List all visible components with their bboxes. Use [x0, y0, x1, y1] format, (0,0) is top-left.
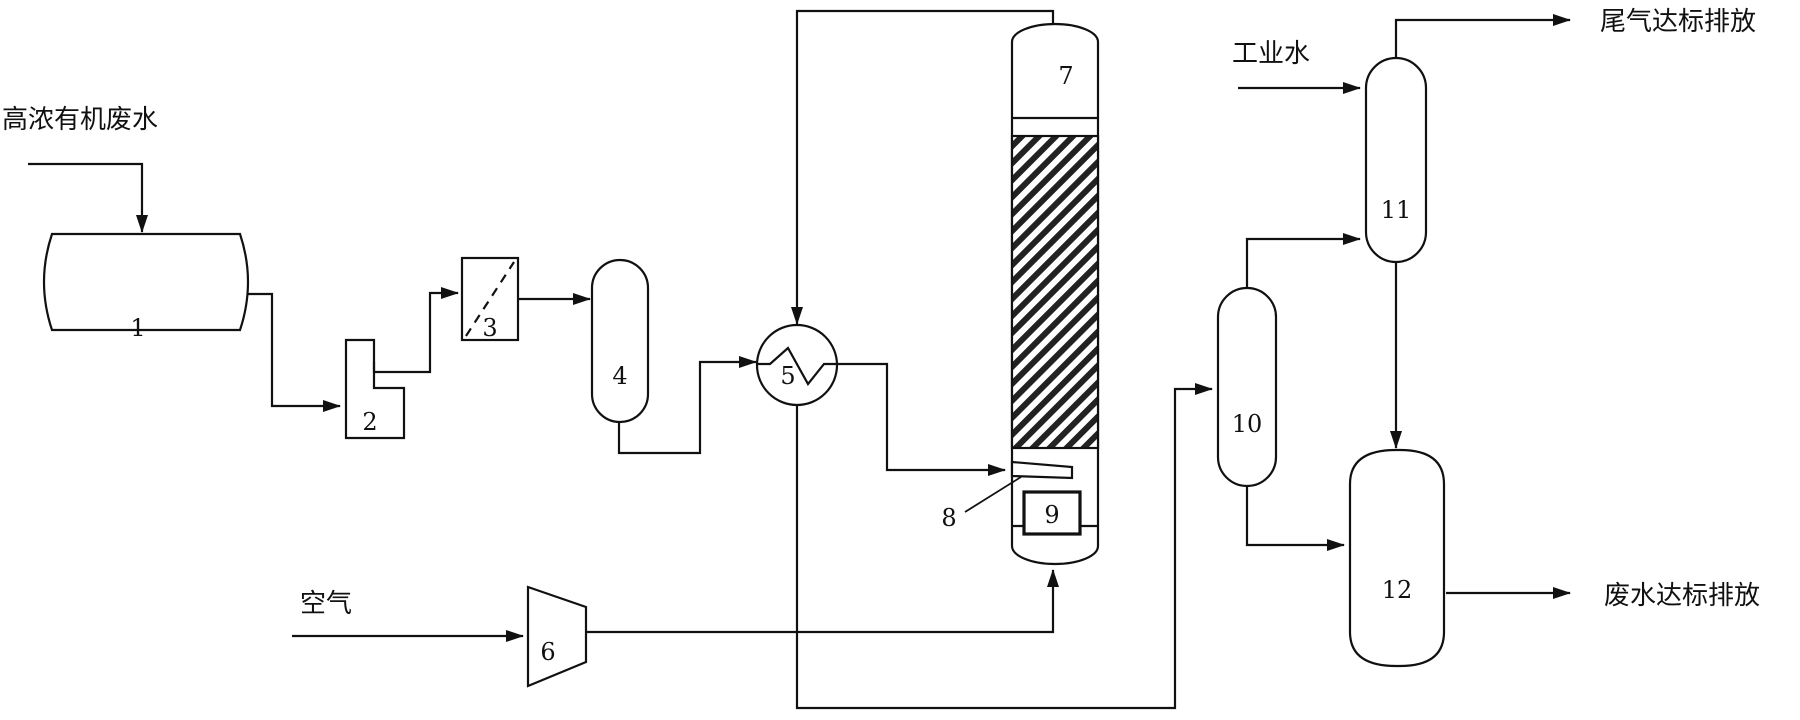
filter-3: [460, 256, 520, 342]
offgas-out-line: [1394, 14, 1571, 60]
offgas-out-label: 尾气达标排放: [1600, 7, 1756, 37]
distributor-8: [1010, 460, 1074, 480]
industrial-water-label: 工业水: [1232, 39, 1310, 69]
label-2: 2: [362, 408, 377, 436]
label-3: 3: [482, 314, 497, 342]
heat-exchanger-coil: [758, 346, 836, 386]
compressor-6: [526, 585, 588, 688]
line-1-to-2: [242, 292, 341, 412]
label-7: 7: [1058, 62, 1073, 90]
tank-12: [1348, 448, 1446, 668]
label-6: 6: [540, 638, 555, 666]
line-5-to-8: [836, 362, 1006, 476]
label-11: 11: [1381, 196, 1412, 224]
feed-line: [28, 162, 148, 233]
label-4: 4: [612, 362, 627, 390]
label-12: 12: [1382, 576, 1413, 604]
unit-2-nozzle: [372, 362, 382, 374]
feed-label: 高浓有机废水: [2, 105, 158, 135]
label-10: 10: [1232, 410, 1263, 438]
column-10: [1216, 286, 1278, 488]
air-label: 空气: [300, 589, 352, 619]
unit-2: [344, 338, 406, 440]
heater-9: [1022, 490, 1082, 536]
water-out-label: 废水达标排放: [1604, 581, 1760, 611]
line-6-to-7: [586, 569, 1059, 634]
label-1: 1: [130, 314, 145, 342]
catalyst-bed: [1010, 134, 1100, 450]
line-10-to-12: [1245, 485, 1345, 551]
line-5-to-10: [795, 383, 1213, 710]
line-2-to-3: [382, 287, 459, 374]
vessel-4: [590, 258, 650, 424]
label-8: 8: [941, 504, 956, 532]
absorber-11: [1364, 56, 1428, 264]
line-10-to-11: [1245, 233, 1361, 288]
tank-1: [42, 232, 250, 332]
label-9: 9: [1044, 501, 1059, 529]
line-4-to-5: [617, 356, 757, 455]
label-5: 5: [780, 362, 795, 390]
leader-8: [964, 476, 1022, 513]
